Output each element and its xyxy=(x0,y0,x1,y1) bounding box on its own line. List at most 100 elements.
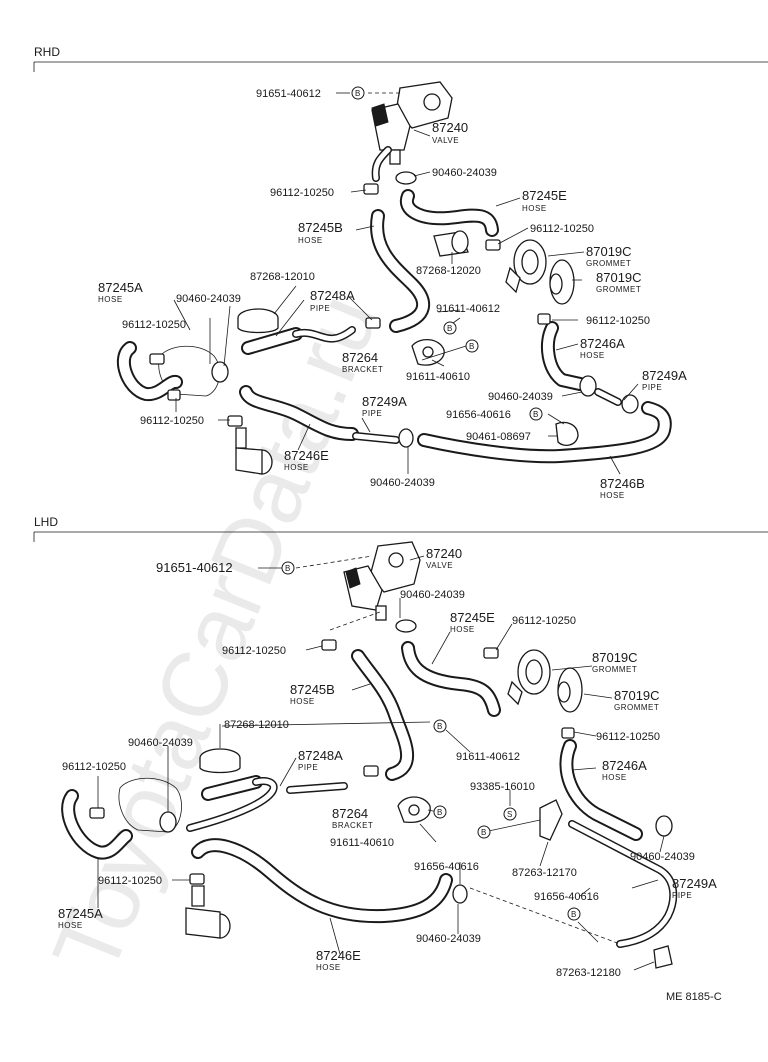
lhd-label-90460-24039-c: 90460-24039 xyxy=(630,851,695,863)
lhd-label-87240-sub: VALVE xyxy=(426,561,453,570)
rhd-label-90461-08697: 90461-08697 xyxy=(466,431,531,443)
svg-text:B: B xyxy=(285,564,290,573)
rhd-label-96112-10250-b: 96112-10250 xyxy=(530,223,594,235)
lhd-label-87019c-a-sub: GROMMET xyxy=(592,665,637,674)
rhd-valve-87240 xyxy=(371,81,453,165)
svg-text:B: B xyxy=(481,828,486,837)
lhd-label-87245e: 87245E xyxy=(450,610,495,625)
lhd-grommet-87019c-b xyxy=(557,667,583,713)
rhd-clamp-96112-f xyxy=(537,313,551,325)
lhd-label-87019c-b: 87019C xyxy=(614,688,660,703)
rhd-label-87264: 87264 xyxy=(342,350,378,365)
lhd-marker-b-1: B xyxy=(281,561,295,575)
rhd-label-87248a: 87248A xyxy=(310,288,355,303)
rhd-label-91656-40616: 91656-40616 xyxy=(446,409,511,421)
rhd-marker-b-2: B xyxy=(443,321,457,335)
rhd-label-87249a-b-sub: PIPE xyxy=(642,383,662,392)
rhd-label-87246a: 87246A xyxy=(580,336,625,351)
svg-text:B: B xyxy=(469,342,474,351)
rhd-label-87246b-sub: HOSE xyxy=(600,491,625,500)
svg-text:B: B xyxy=(437,722,442,731)
lhd-label-87249a: 87249A xyxy=(672,876,717,891)
rhd-grommet-87019c-a xyxy=(505,239,547,294)
lhd-clamp-90460-b xyxy=(159,811,177,833)
rhd-label-87249a-a: 87249A xyxy=(362,394,407,409)
lhd-marker-b-3: B xyxy=(433,805,447,819)
svg-text:B: B xyxy=(437,808,442,817)
lhd-marker-b-4: B xyxy=(477,825,491,839)
lhd-label-93385-16010: 93385-16010 xyxy=(470,781,535,793)
rhd-label-87245e-sub: HOSE xyxy=(522,204,547,213)
rhd-clamp-96112-a xyxy=(363,183,379,195)
rhd-engine-fitting xyxy=(235,427,273,475)
rhd-label-87019c-b-sub: GROMMET xyxy=(596,285,641,294)
lhd-label-90460-24039-b: 90460-24039 xyxy=(128,737,193,749)
lhd-label-96112-10250-a: 96112-10250 xyxy=(512,615,576,627)
rhd-label-96112-10250-a: 96112-10250 xyxy=(270,187,334,199)
lhd-label-87245a: 87245A xyxy=(58,906,103,921)
lhd-label-87264-sub: BRACKET xyxy=(332,821,373,830)
rhd-label-91611-40610: 91611-40610 xyxy=(406,371,470,383)
lhd-section-title: LHD xyxy=(34,515,58,529)
lhd-grommet-87019c-a xyxy=(507,649,551,706)
rhd-label-87245a-sub: HOSE xyxy=(98,295,123,304)
svg-text:B: B xyxy=(571,910,576,919)
rhd-clamp-90460-a xyxy=(395,171,417,185)
rhd-clamp-90460-c xyxy=(579,375,597,397)
rhd-label-87264-sub: BRACKET xyxy=(342,365,383,374)
lhd-label-87248a: 87248A xyxy=(298,748,343,763)
lhd-label-87240: 87240 xyxy=(426,546,462,561)
lhd-label-87246e: 87246E xyxy=(316,948,361,963)
rhd-label-96112-10250-e: 96112-10250 xyxy=(140,415,204,427)
rhd-cap-87268-12010 xyxy=(237,308,279,334)
lhd-valve-87240 xyxy=(343,541,421,621)
rhd-label-87245b: 87245B xyxy=(298,220,343,235)
rhd-label-87019c-b: 87019C xyxy=(596,270,642,285)
lhd-cap-87268-12010 xyxy=(199,748,241,774)
lhd-label-90460-24039-d: 90460-24039 xyxy=(416,933,481,945)
lhd-marker-s: S xyxy=(503,807,517,821)
lhd-clip-87263-12180 xyxy=(653,945,673,969)
lhd-label-87249a-sub: PIPE xyxy=(672,891,692,900)
rhd-clamp-96112-d xyxy=(167,389,181,401)
diagram-code: ME 8185-C xyxy=(666,991,722,1003)
lhd-label-96112-10250-e: 96112-10250 xyxy=(98,875,162,887)
lhd-label-91656-40616-b: 91656-40616 xyxy=(534,891,599,903)
rhd-label-87240-sub: VALVE xyxy=(432,136,459,145)
rhd-clamp-96112-e xyxy=(227,415,243,427)
lhd-label-87246a-sub: HOSE xyxy=(602,773,627,782)
rhd-label-90460-24039-d: 90460-24039 xyxy=(370,477,435,489)
lhd-label-87245b-sub: HOSE xyxy=(290,697,315,706)
rhd-marker-b-4: B xyxy=(529,407,543,421)
lhd-clamp-90460-d xyxy=(452,884,468,904)
rhd-bracket-87264 xyxy=(411,339,445,366)
rhd-marker-b-3: B xyxy=(465,339,479,353)
rhd-label-87268-12010: 87268-12010 xyxy=(250,271,315,283)
rhd-label-96112-10250-c: 96112-10250 xyxy=(122,319,186,331)
rhd-clamp-90460-d xyxy=(398,428,414,448)
lhd-label-90460-24039-a: 90460-24039 xyxy=(400,589,465,601)
lhd-label-96112-10250-b: 96112-10250 xyxy=(222,645,286,657)
lhd-clip-87263-12170 xyxy=(539,799,563,841)
rhd-label-87019c-a-sub: GROMMET xyxy=(586,259,631,268)
rhd-grommet-87019c-b xyxy=(549,259,575,305)
rhd-label-87246e: 87246E xyxy=(284,448,329,463)
rhd-plug-87268-12020 xyxy=(433,230,469,257)
rhd-label-87249a-a-sub: PIPE xyxy=(362,409,382,418)
rhd-clamp-90460-b xyxy=(211,361,229,383)
svg-text:S: S xyxy=(507,810,512,819)
lhd-engine-fitting xyxy=(185,885,231,939)
lhd-label-87019c-b-sub: GROMMET xyxy=(614,703,659,712)
rhd-section: RHD xyxy=(33,45,768,500)
lhd-heater-core xyxy=(118,777,182,833)
lhd-label-91611-40612: 91611-40612 xyxy=(456,751,520,763)
rhd-clamp-96112-c xyxy=(149,353,165,365)
rhd-label-91611-40612: 91611-40612 xyxy=(436,303,500,315)
rhd-label-87246a-sub: HOSE xyxy=(580,351,605,360)
rhd-label-87248a-sub: PIPE xyxy=(310,304,330,313)
lhd-clamp-96112-b xyxy=(483,647,499,659)
svg-text:B: B xyxy=(355,89,360,98)
rhd-label-87268-12020: 87268-12020 xyxy=(416,265,481,277)
lhd-label-87019c-a: 87019C xyxy=(592,650,638,665)
